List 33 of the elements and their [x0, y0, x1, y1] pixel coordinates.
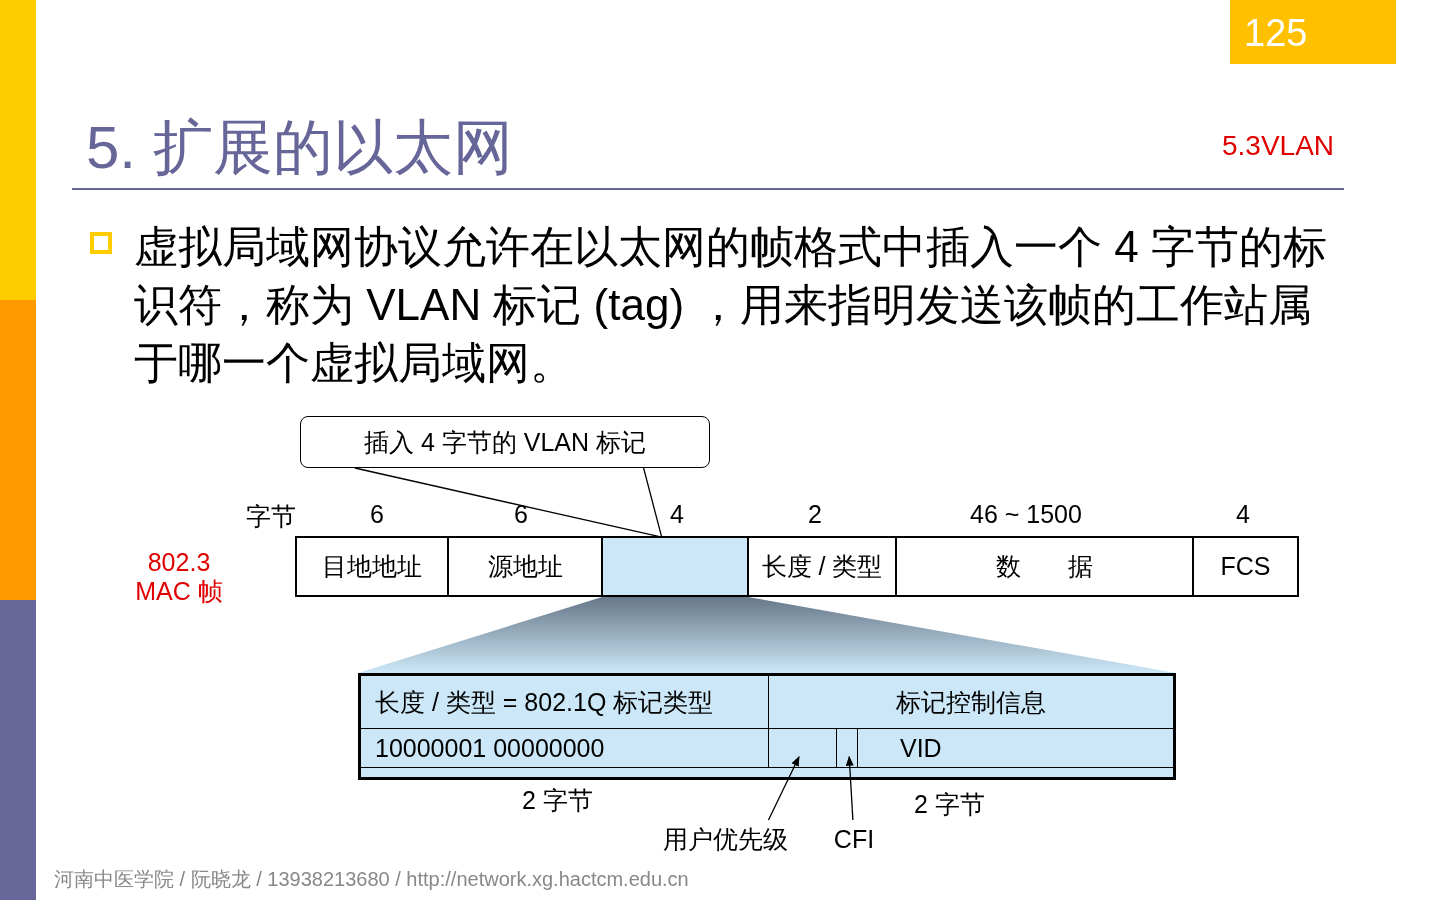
byte-count: 6 [514, 500, 528, 529]
tag-field-cell: 10000001 00000000 [358, 728, 769, 768]
byte-count: 4 [1236, 500, 1250, 529]
byte-count: 46 ~ 1500 [970, 500, 1082, 529]
field-cell: FCS [1192, 536, 1299, 597]
byte-count: 6 [370, 500, 384, 529]
byte-count: 4 [670, 500, 684, 529]
callout-box: 插入 4 字节的 VLAN 标记 [300, 416, 710, 468]
page-number: 125 [1230, 0, 1396, 64]
tag-field-cell: 标记控制信息 [768, 673, 1176, 729]
field-cell: 源地址 [447, 536, 603, 597]
unit-label: 字节 [246, 501, 296, 532]
annotation-text: CFI [826, 820, 882, 858]
byte-count: 2 字节 [522, 785, 593, 816]
field-cell: 数 据 [895, 536, 1194, 597]
tag-field [601, 536, 749, 597]
leader-line [767, 755, 800, 821]
callout-pointer [354, 467, 663, 538]
field-cell: 长度 / 类型 [747, 536, 897, 597]
tag-field-cell [836, 728, 858, 768]
slide-title: 5. 扩展的以太网 [86, 113, 513, 183]
tag-field-cell [768, 728, 837, 768]
footer-text: 河南中医学院 / 阮晓龙 / 13938213680 / http://network.xg.hactcm.edu.cn [54, 867, 689, 892]
leader-line [845, 755, 854, 821]
tag-field-cell: 长度 / 类型 = 802.1Q 标记类型 [358, 673, 769, 729]
frame-label: 802.3 MAC 帧 [134, 548, 224, 606]
bullet-text: 虚拟局域网协议允许在以太网的帧格式中插入一个 4 字节的标识符，称为 VLAN 标记 (tag) ，用来指明发送该帧的工作站属于哪一个虚拟局域网。 [134, 221, 1328, 389]
tag-field-cell: VID [857, 728, 1176, 768]
byte-count: 2 字节 [914, 789, 985, 820]
byte-count: 2 [808, 500, 822, 529]
annotation-text: 用户优先级 [650, 820, 800, 858]
field-cell: 目地地址 [295, 536, 449, 597]
section-label: 5.3VLAN [1222, 130, 1335, 162]
